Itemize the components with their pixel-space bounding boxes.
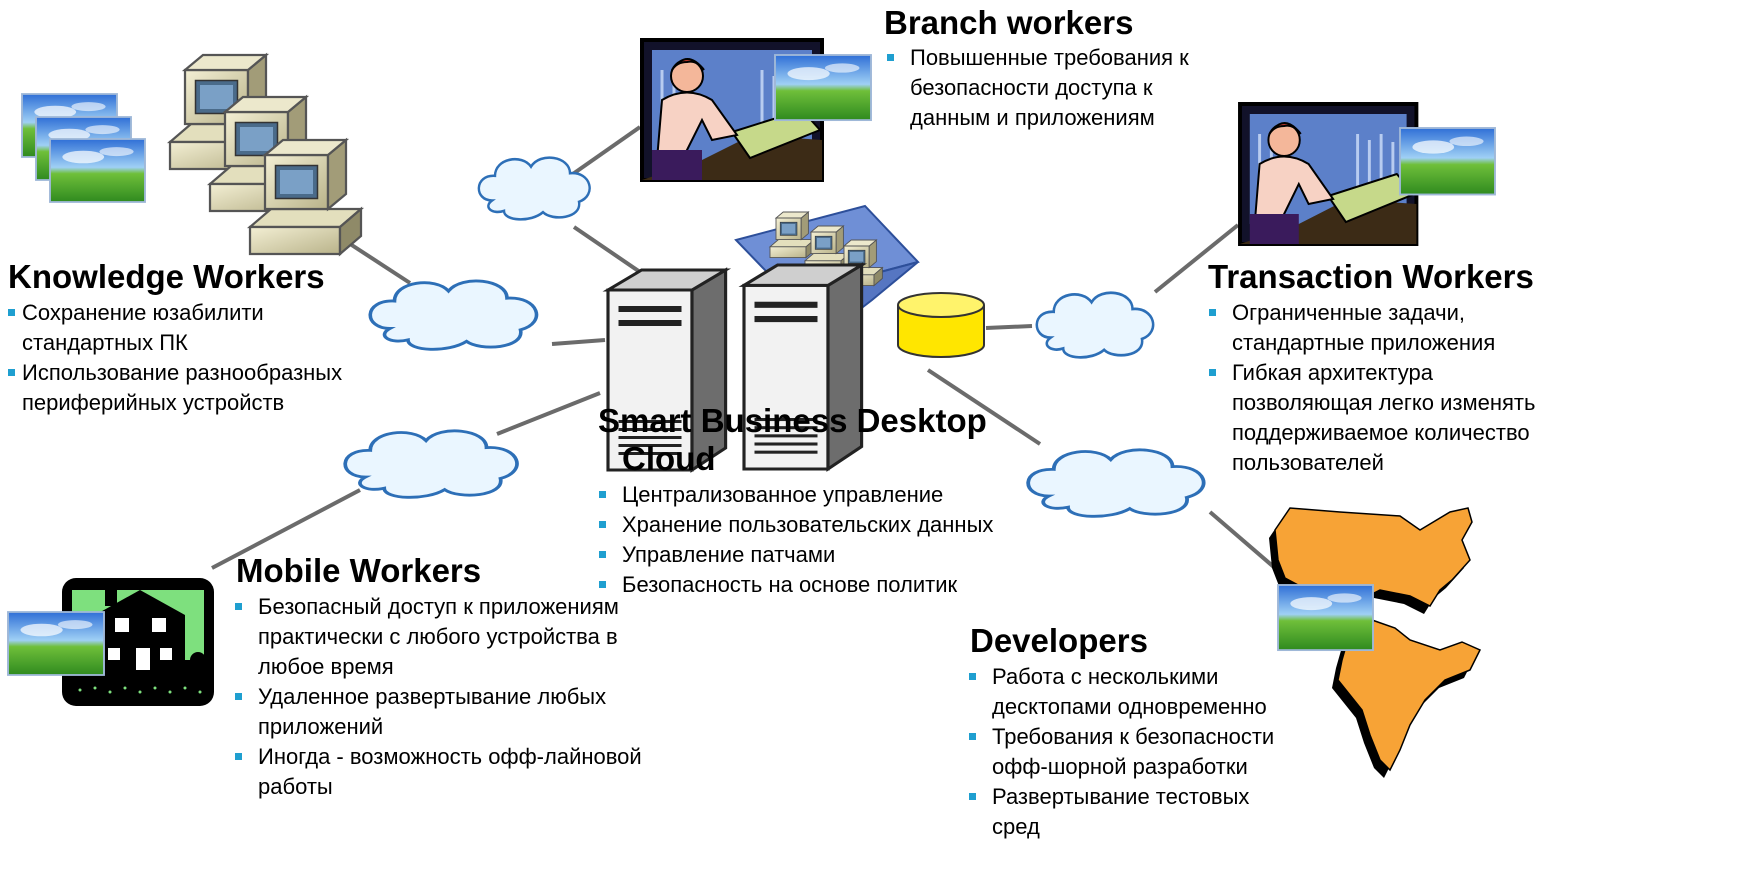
desktop-thumbnail-icon: [7, 611, 105, 676]
branch-workers-title: Branch workers: [884, 4, 1134, 41]
mobile-workers-title: Mobile Workers: [236, 552, 482, 589]
center-title-line1: Smart Business Desktop: [598, 402, 987, 439]
list-item: Развертывание тестовых сред: [966, 782, 1296, 842]
database-icon: [897, 292, 985, 358]
link-knowledge-center: [551, 338, 606, 346]
cloud-icon: [1026, 447, 1206, 519]
list-item: Удаленное развертывание любых приложений: [232, 682, 662, 742]
india-map-icon: [1332, 619, 1482, 778]
cloud-icon: [343, 428, 519, 500]
cloud-icon: [1035, 291, 1155, 359]
center-list: Централизованное управление Хранение пол…: [596, 480, 1046, 600]
cloud-icon: [477, 156, 591, 221]
list-item: Централизованное управление: [596, 480, 1046, 510]
list-item: Требования к безопасности офф-шорной раз…: [966, 722, 1296, 782]
list-item: Безопасность на основе политик: [596, 570, 1046, 600]
transaction-workers-list: Ограниченные задачи, стандартные приложе…: [1206, 298, 1546, 478]
desktop-thumbnail-icon: [49, 138, 146, 203]
link-knowledge: [342, 238, 412, 285]
knowledge-workers-list: Сохранение юзабилити стандартных ПК Испо…: [8, 298, 388, 418]
link-branch-center: [572, 225, 642, 274]
transaction-workers-title: Transaction Workers: [1208, 258, 1534, 295]
desktop-thumbnail-icon: [774, 54, 872, 122]
list-item: Гибкая архитектура позволяющая легко изм…: [1206, 358, 1546, 478]
link-developers: [1208, 510, 1277, 570]
developers-title: Developers: [970, 622, 1148, 659]
desktop-thumbnail-icon: [1277, 584, 1374, 652]
link-transaction-center: [985, 324, 1033, 330]
list-item: Иногда - возможность офф-лайновой работы: [232, 742, 662, 802]
knowledge-workers-title: Knowledge Workers: [8, 258, 325, 295]
list-item: Безопасный доступ к приложениям практиче…: [232, 592, 662, 682]
list-item: Использование разнообразных периферийных…: [8, 358, 388, 418]
call-center-worker-icon: [1238, 102, 1419, 246]
branch-workers-list: Повышенные требования к безопасности дос…: [884, 43, 1214, 133]
desktop-computers-icon: [168, 53, 363, 256]
list-item: Хранение пользовательских данных: [596, 510, 1046, 540]
list-item: Повышенные требования к безопасности дос…: [884, 43, 1214, 133]
link-mobile-center: [496, 391, 601, 436]
link-mobile: [211, 488, 361, 570]
list-item: Управление патчами: [596, 540, 1046, 570]
link-developers-center: [926, 368, 1042, 446]
link-transaction: [1153, 223, 1240, 294]
list-item: Работа с несколькими десктопами одноврем…: [966, 662, 1296, 722]
center-title-line2: Cloud: [622, 440, 716, 477]
list-item: Ограниченные задачи, стандартные приложе…: [1206, 298, 1546, 358]
cloud-icon: [368, 279, 539, 352]
list-item: Сохранение юзабилити стандартных ПК: [8, 298, 388, 358]
desktop-thumbnail-icon: [1399, 127, 1496, 196]
mobile-workers-list: Безопасный доступ к приложениям практиче…: [232, 592, 662, 802]
developers-list: Работа с несколькими десктопами одноврем…: [966, 662, 1296, 842]
